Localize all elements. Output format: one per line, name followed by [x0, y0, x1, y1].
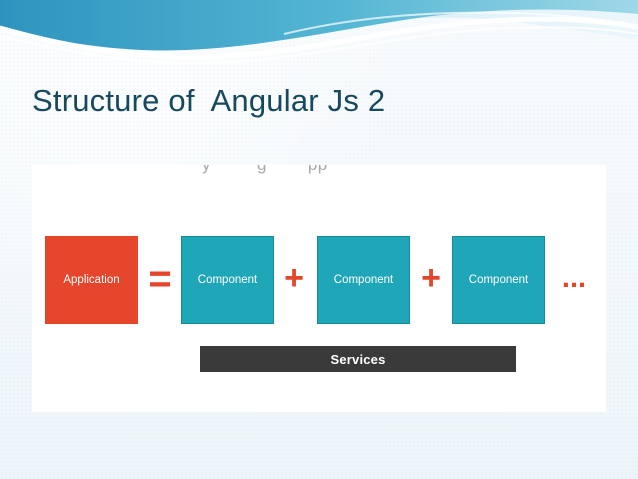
component-label-2: Component — [333, 274, 394, 286]
plus-sign-1: + — [284, 259, 304, 297]
plus-sign-2: + — [421, 259, 441, 297]
angular-structure-diagram: y g pp Application = Component + Compone… — [32, 165, 606, 412]
cropped-caption-text: y g pp — [202, 165, 328, 175]
component-box-2: Component — [317, 236, 410, 324]
component-label-3: Component — [468, 274, 529, 286]
component-label-1: Component — [197, 274, 258, 286]
services-label: Services — [330, 351, 386, 367]
page-title: Structure of Angular Js 2 — [32, 83, 386, 118]
top-wave-decoration — [0, 0, 638, 65]
component-box-1: Component — [181, 236, 274, 324]
services-bar: Services — [200, 346, 516, 372]
application-box: Application — [45, 236, 138, 324]
component-box-3: Component — [452, 236, 545, 324]
ellipsis-more-components: ... — [561, 262, 587, 294]
application-label: Application — [63, 274, 120, 286]
equals-sign: = — [148, 257, 172, 301]
